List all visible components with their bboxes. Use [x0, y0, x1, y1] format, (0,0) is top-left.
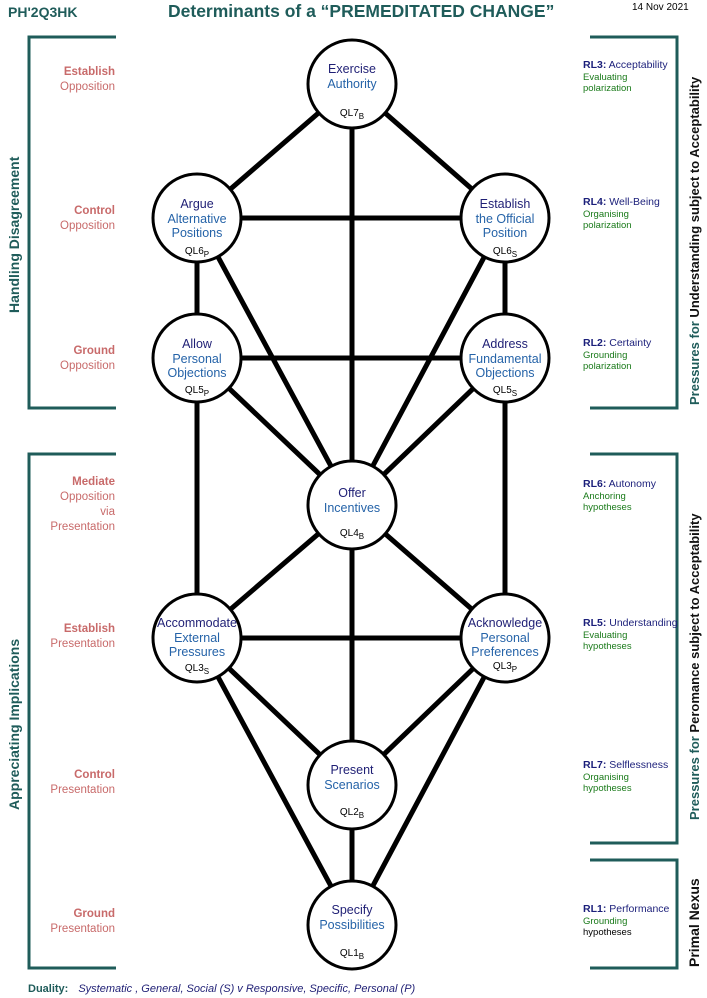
edge-ql6s-ql4	[349, 215, 508, 508]
right-group-title-bottom: Pressures for Peromance subject to Accep…	[687, 513, 702, 820]
node-circle-ql4	[306, 459, 398, 551]
document-code: PH'2Q3HK	[8, 4, 78, 20]
node-circle-ql3s	[151, 592, 243, 684]
right-group-title-nexus: Primal Nexus	[686, 878, 702, 967]
right-bracket-nexus	[590, 858, 679, 970]
node-code-ql6p: QL6P	[184, 246, 210, 259]
node-code-ql4: QL4B	[339, 528, 365, 541]
node-code-ql3s: QL3S	[184, 663, 210, 676]
left-bracket-top	[27, 35, 116, 410]
node-code-ql5s: QL5S	[492, 385, 518, 398]
node-circle-ql6s	[459, 172, 551, 264]
node-circle-ql5s	[459, 312, 551, 404]
node-code-ql5p: QL5P	[184, 385, 210, 398]
edge-ql3p-ql1	[349, 635, 508, 928]
node-circle-ql5p	[151, 312, 243, 404]
right-bracket-top	[590, 35, 679, 410]
node-circle-ql3p	[459, 592, 551, 684]
left-bracket-bottom	[27, 452, 116, 970]
node-code-ql6s: QL6S	[492, 246, 518, 259]
node-circle-ql2	[306, 739, 398, 831]
node-circle-ql6p	[151, 172, 243, 264]
node-circle-ql1	[306, 879, 398, 971]
left-group-title-top: Handling Disagreement	[6, 156, 22, 313]
edge-ql6p-ql4	[194, 215, 355, 508]
node-code-ql3p: QL3P	[492, 661, 518, 674]
duality-footnote: Duality:Systematic , General, Social (S)…	[28, 983, 416, 995]
right-group-title-top: Pressures for Understanding subject to A…	[687, 76, 702, 405]
node-code-ql2: QL2B	[339, 807, 365, 820]
diagram-title: Determinants of a “PREMEDITATED CHANGE”	[168, 1, 555, 21]
node-circle-ql7	[306, 38, 398, 130]
edge-ql3s-ql1	[194, 635, 355, 928]
right-bracket-bottom	[590, 452, 679, 845]
node-code-ql1: QL1B	[339, 948, 365, 961]
node-code-ql7: QL7B	[339, 108, 365, 121]
document-date: 14 Nov 2021	[632, 2, 689, 13]
